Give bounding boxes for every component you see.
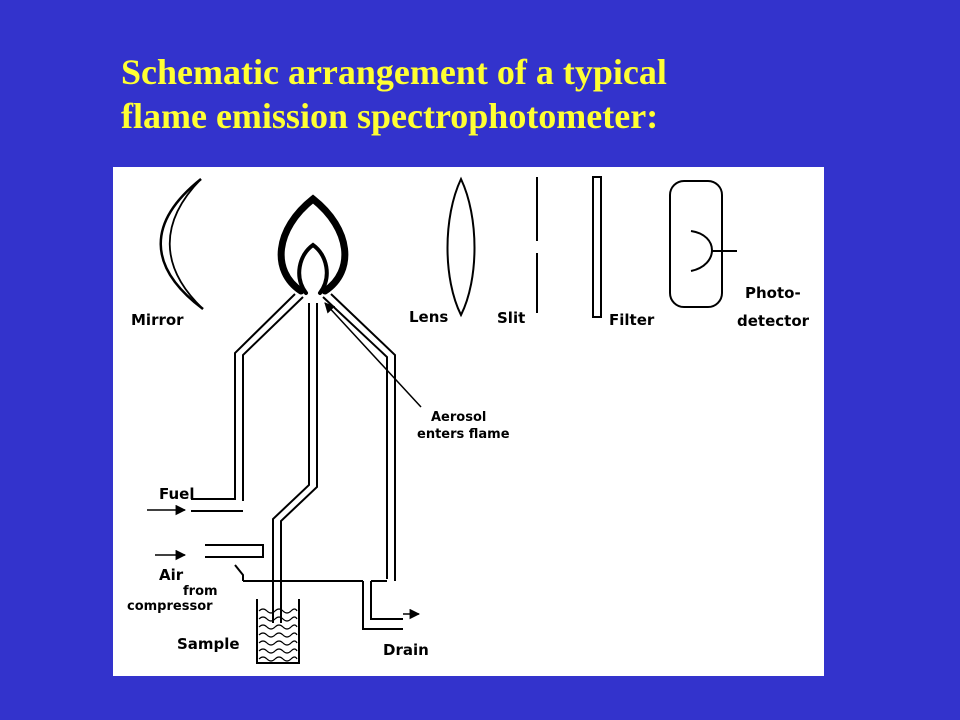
lens-label: Lens [409,308,448,326]
photodetector-icon [669,180,737,308]
filter-icon [592,176,602,318]
mirror-label: Mirror [131,311,184,329]
aerosol-label-line-1: Aerosol [431,410,486,425]
lens-icon [446,176,476,318]
burner-chamber [191,293,403,630]
air-source-line-2: compressor [127,599,213,614]
diagram-svg: Mirror [127,176,810,664]
capillary-tube [272,303,318,623]
flame-icon [277,194,349,295]
air-label: Air [159,566,184,584]
slit-label: Slit [497,309,525,327]
mirror-icon [159,178,204,310]
air-source-line-1: from [183,584,218,599]
slide-title-line-2: flame emission spectrophotometer: [121,96,659,136]
fuel-label: Fuel [159,485,195,503]
filter-label: Filter [609,311,655,329]
drain-label: Drain [383,641,429,659]
slide-title: Schematic arrangement of a typical flame… [121,50,667,138]
photodetector-label-line-2: detector [737,312,810,330]
aerosol-arrow [324,302,422,408]
slide-title-line-1: Schematic arrangement of a typical [121,52,667,92]
photodetector-label-line-1: Photo- [745,284,801,302]
sample-beaker-icon [256,599,300,664]
spectrophotometer-diagram: Mirror [113,167,824,676]
sample-label: Sample [177,635,240,653]
aerosol-label-line-2: enters flame [417,427,510,442]
